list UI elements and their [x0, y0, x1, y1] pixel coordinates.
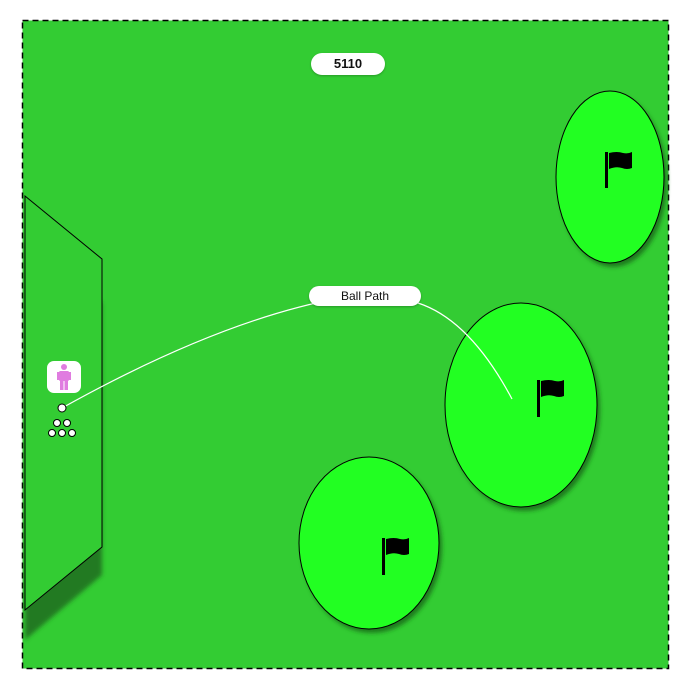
ball-path-line [417, 302, 513, 400]
flag-icon [537, 380, 564, 417]
ball-icon [57, 403, 67, 413]
flag-icon [382, 538, 409, 575]
score-display: 5110 [311, 53, 385, 75]
green-1[interactable] [555, 90, 667, 267]
flag-icon [605, 152, 632, 188]
player-badge[interactable] [47, 361, 81, 393]
tee-box [24, 194, 103, 612]
ball-path-label: Ball Path [309, 286, 421, 306]
balls-remaining [48, 419, 76, 437]
ball-path-line [61, 297, 341, 409]
person-icon [57, 364, 71, 390]
green-3[interactable] [298, 456, 442, 633]
